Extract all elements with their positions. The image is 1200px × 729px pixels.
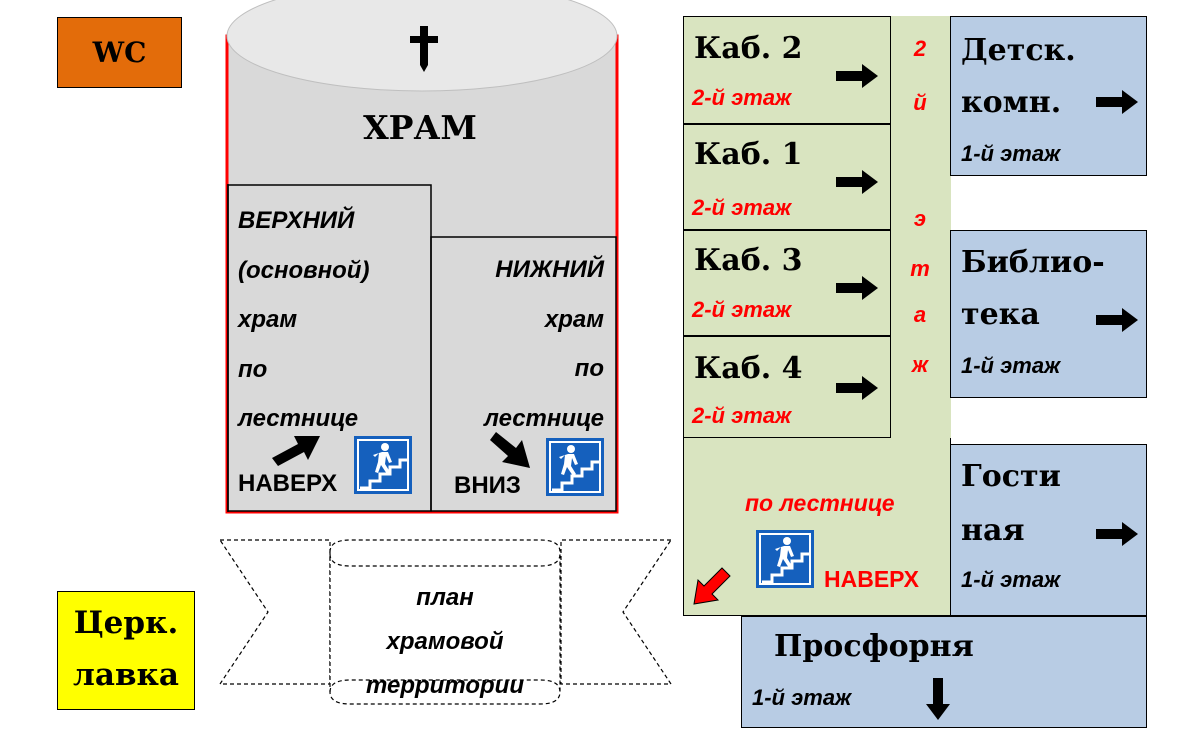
room-floor: 1-й этаж — [961, 353, 1061, 378]
banner-scroll — [218, 539, 673, 705]
arrow-up-right-icon — [272, 436, 320, 466]
room-kids[interactable]: Детск. комн. 1-й этаж — [950, 16, 1147, 176]
banner-line-2: храмовой — [386, 628, 504, 655]
room-floor: 1-й этаж — [961, 141, 1061, 166]
office-floor: 2-й этаж — [692, 297, 792, 322]
office-floor: 2-й этаж — [692, 85, 792, 110]
upper-line-1: ВЕРХНИЙ — [238, 207, 355, 234]
room-floor: 1-й этаж — [961, 567, 1061, 592]
upper-action[interactable]: НАВЕРХ — [238, 470, 338, 497]
vlabel-char: й — [913, 90, 927, 115]
corridor-stairs-text: по лестнице — [745, 490, 895, 516]
temple-title: ХРАМ — [363, 108, 477, 147]
room-library[interactable]: Библио- тека 1-й этаж — [950, 230, 1147, 398]
vlabel-char: 2 — [913, 36, 927, 61]
office-kab-2[interactable]: Каб. 2 2-й этаж — [683, 16, 891, 124]
wc-label: WC — [92, 36, 147, 69]
lower-line-3: по — [574, 355, 604, 382]
upper-line-5: лестнице — [238, 405, 359, 432]
prosphora-floor: 1-й этаж — [752, 685, 852, 710]
office-floor: 2-й этаж — [692, 403, 792, 428]
arrow-right-icon — [1096, 308, 1138, 332]
upper-line-3: храм — [238, 306, 298, 333]
room-name-line: комн. — [961, 85, 1062, 120]
lower-line-1: НИЖНИЙ — [495, 256, 604, 283]
office-kab-3[interactable]: Каб. 3 2-й этаж — [683, 230, 891, 336]
office-name: Каб. 4 — [694, 351, 803, 386]
office-name: Каб. 2 — [694, 31, 803, 66]
wc-box[interactable]: WC — [57, 17, 182, 88]
upper-temple-text: ВЕРХНИЙ (основной) храм по лестнице — [238, 196, 428, 444]
banner-line-3: территории — [365, 672, 524, 699]
arrow-right-icon — [836, 276, 878, 300]
arrow-down-right-icon — [490, 432, 530, 468]
arrow-right-icon — [836, 376, 878, 400]
arrow-down-icon — [926, 678, 950, 720]
office-name: Каб. 1 — [694, 137, 803, 172]
room-name-line: Детск. — [961, 33, 1076, 68]
room-name-line: Библио- — [961, 245, 1105, 280]
room-prosphora[interactable]: Просфорня 1-й этаж — [741, 616, 1147, 728]
vlabel-char: ж — [911, 352, 929, 377]
prosphora-name: Просфорня — [774, 629, 974, 664]
lower-line-2: храм — [544, 305, 604, 333]
arrow-down-left-icon — [693, 567, 731, 605]
stairs-up-sign-corridor — [756, 530, 814, 588]
vlabel-char: т — [910, 256, 930, 281]
lower-temple-text: НИЖНИЙ храм по лестнице — [436, 245, 604, 443]
arrow-right-icon — [836, 64, 878, 88]
lower-action[interactable]: ВНИЗ — [454, 472, 521, 499]
office-floor: 2-й этаж — [692, 195, 792, 220]
lower-line-4: лестнице — [483, 404, 604, 432]
arrow-right-icon — [836, 170, 878, 194]
stairs-sign-lower — [546, 438, 604, 496]
office-name: Каб. 3 — [694, 243, 803, 278]
arrow-right-icon — [1096, 522, 1138, 546]
corridor-stairs-action[interactable]: НАВЕРХ — [824, 566, 919, 592]
room-name-line: тека — [961, 297, 1040, 332]
arrow-right-icon — [1096, 90, 1138, 114]
church-shop-box[interactable]: Церк. лавка — [57, 591, 195, 710]
upper-line-4: по — [238, 355, 268, 383]
banner-text: план храмовой территории — [332, 576, 558, 708]
room-name-line: ная — [961, 513, 1025, 548]
vlabel-char: а — [913, 302, 927, 327]
vlabel-char: э — [913, 206, 927, 231]
banner-line-1: план — [416, 584, 474, 611]
shop-line-1: Церк. — [73, 605, 179, 641]
upper-line-2: (основной) — [238, 256, 370, 284]
stairs-up-sign-upper — [354, 436, 412, 494]
room-name-line: Гости — [961, 459, 1061, 494]
shop-line-2: лавка — [73, 657, 179, 693]
